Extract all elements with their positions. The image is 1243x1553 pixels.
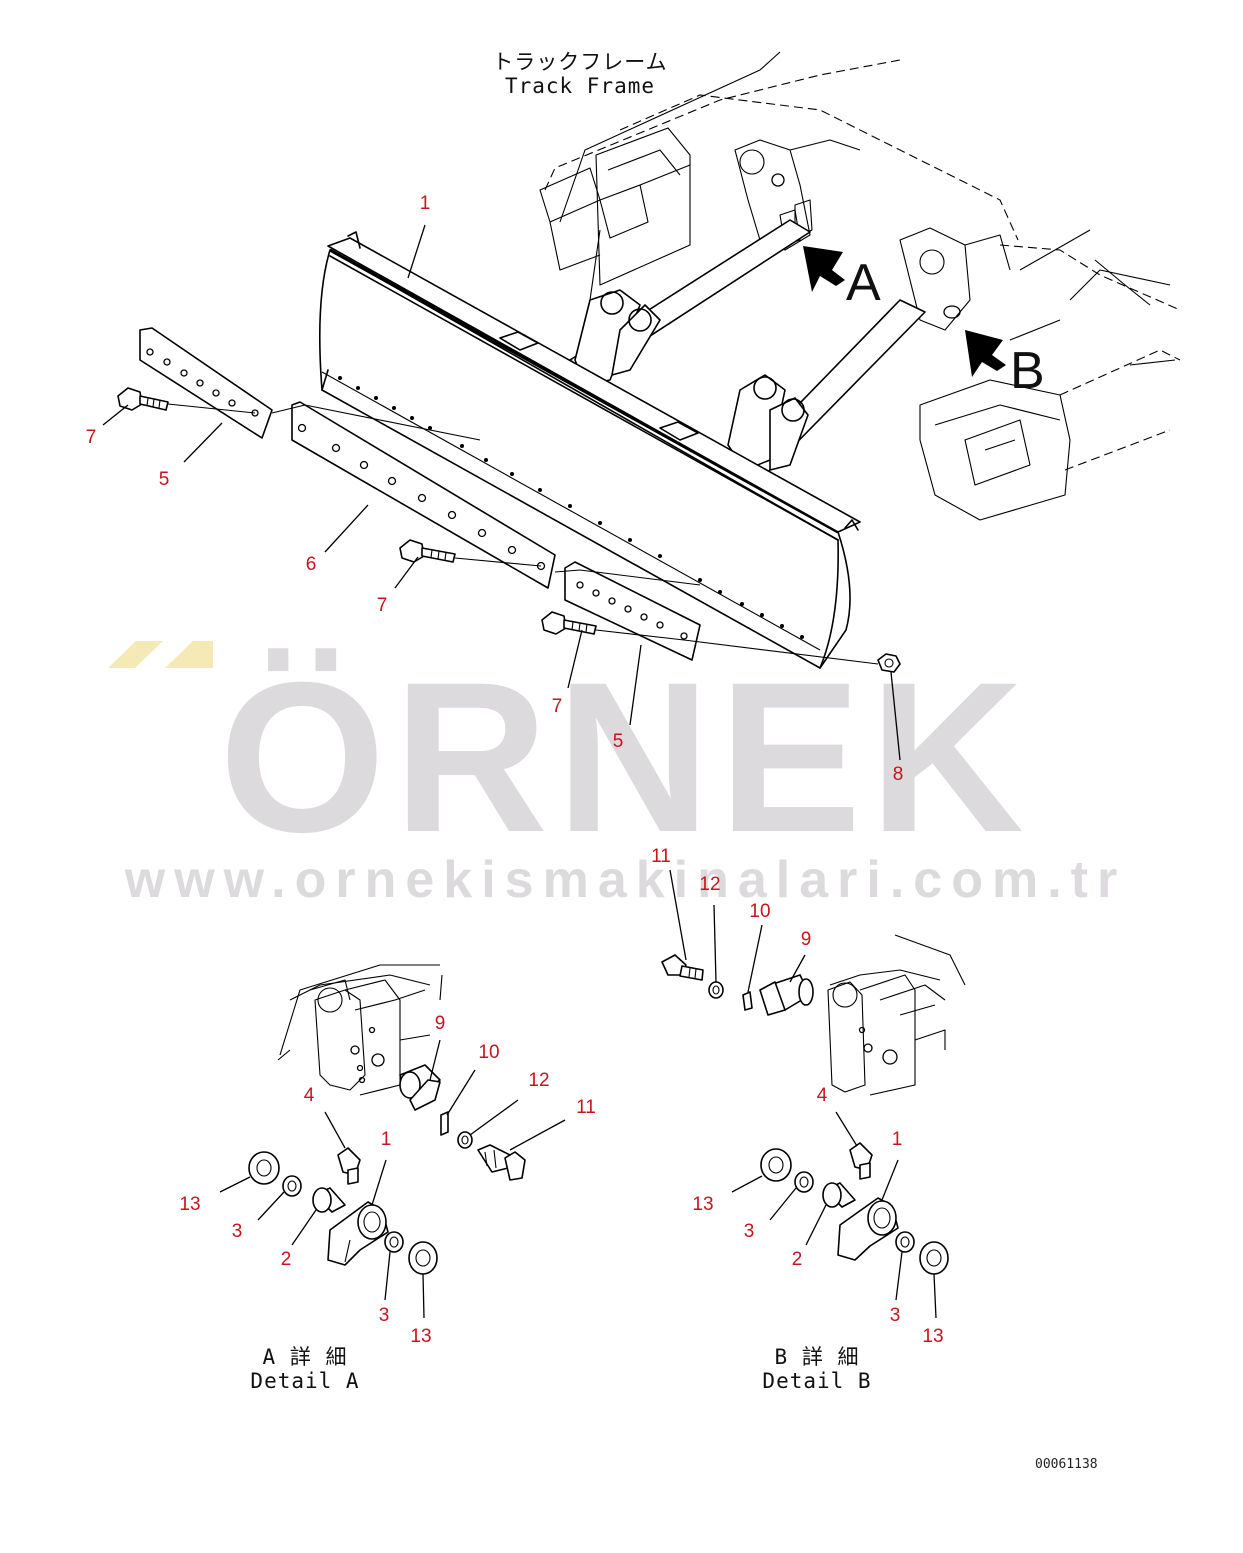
callout-b-washer: 12 <box>699 874 721 895</box>
nut <box>877 653 901 673</box>
blade-bolt-holes <box>338 376 804 639</box>
callout-b-shim-right: 13 <box>922 1326 944 1347</box>
track-frame-title-jp: トラックフレーム <box>492 50 668 74</box>
detail-b-drawing <box>661 934 966 1275</box>
callout-b-seal-left: 3 <box>743 1221 755 1242</box>
callout-a-pin: 9 <box>434 1013 446 1034</box>
document-number: 00061138 <box>1035 1457 1098 1472</box>
callout-cutting-edge: 6 <box>305 554 317 575</box>
bolt-2 <box>399 539 456 563</box>
track-frame <box>539 51 1181 521</box>
callout-end-bit-left: 5 <box>158 469 170 490</box>
arrow-a-letter: A <box>846 254 881 312</box>
watermark-brand: ÖRNEK <box>219 638 1032 877</box>
callout-b-bolt: 11 <box>651 846 671 867</box>
callout-a-hub: 1 <box>380 1129 392 1150</box>
callout-nut: 8 <box>892 764 904 785</box>
callout-a-shim-right: 13 <box>410 1326 432 1347</box>
view-arrow-b <box>965 330 1006 377</box>
view-letters: A B <box>846 254 1045 400</box>
callout-bolt-right: 7 <box>551 696 563 717</box>
callout-end-bit-right: 5 <box>612 731 624 752</box>
detail-a-title-en: Detail A <box>250 1369 360 1393</box>
callout-b-lock: 10 <box>749 901 771 922</box>
bolt-3 <box>541 611 597 635</box>
callout-b-seal-right: 3 <box>889 1305 901 1326</box>
track-frame-caption: トラックフレーム Track Frame <box>480 50 680 98</box>
detail-b-caption: B 詳 細 Detail B <box>737 1345 897 1393</box>
callout-a-fitting: 4 <box>303 1085 315 1106</box>
callout-a-bushing: 2 <box>280 1249 292 1270</box>
callout-a-lock: 10 <box>478 1042 500 1063</box>
callout-b-hub: 1 <box>891 1129 903 1150</box>
callout-b-bushing: 2 <box>791 1249 803 1270</box>
track-frame-title-en: Track Frame <box>504 74 656 98</box>
callout-b-shim-left: 13 <box>692 1194 714 1215</box>
detail-b-title-en: Detail B <box>762 1369 872 1393</box>
watermark-accent <box>108 641 213 668</box>
assembly-lines <box>167 403 879 665</box>
cutting-edge <box>291 401 556 589</box>
detail-a-title-jp: A 詳 細 <box>262 1345 348 1369</box>
callout-a-seal-left: 3 <box>231 1221 243 1242</box>
detail-a-drawing <box>248 964 526 1275</box>
callout-b-fitting: 4 <box>816 1085 828 1106</box>
bolt-1 <box>117 387 169 411</box>
callout-a-washer: 12 <box>528 1070 550 1091</box>
view-arrow-a <box>803 246 845 292</box>
callout-b-pin: 9 <box>800 929 812 950</box>
watermark-url: www.ornekismakinalari.com.tr <box>124 851 1127 909</box>
arrow-b-letter: B <box>1010 342 1045 400</box>
detail-a-caption: A 詳 細 Detail A <box>225 1345 385 1393</box>
blade <box>318 231 861 669</box>
callout-blade: 1 <box>419 193 431 214</box>
leader-lines <box>102 224 937 1319</box>
end-bit-left <box>139 327 273 439</box>
callout-a-bolt: 11 <box>576 1097 596 1118</box>
callout-a-shim-left: 13 <box>179 1194 201 1215</box>
callout-a-seal-right: 3 <box>378 1305 390 1326</box>
callout-bolt-middle: 7 <box>376 595 388 616</box>
end-bit-right <box>564 561 701 661</box>
callout-bolt-left: 7 <box>85 427 97 448</box>
detail-b-title-jp: B 詳 細 <box>774 1345 860 1369</box>
